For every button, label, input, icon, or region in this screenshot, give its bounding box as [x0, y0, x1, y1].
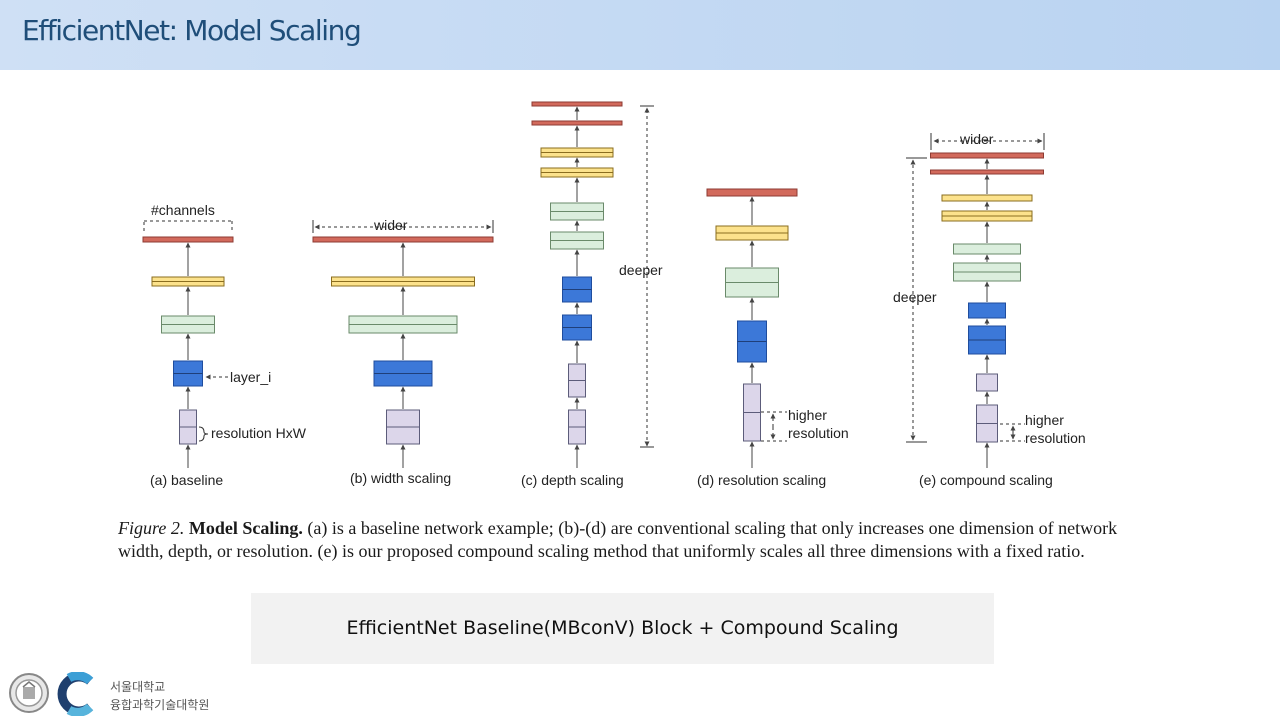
yellow-layer-block [941, 194, 1033, 202]
output-layer-block [142, 236, 234, 243]
header-bar: EfficientNet: Model Scaling [0, 0, 1280, 70]
caption-label: Figure 2. [118, 518, 185, 538]
green-layer-block [953, 243, 1021, 255]
resolution-hxw-annotation: resolution HxW [211, 425, 307, 441]
dimension-markers [143, 105, 1045, 448]
higher-annotation-e: higher [1025, 412, 1064, 428]
model-scaling-figure: (a) baseline (b) width scaling (c) depth… [142, 101, 1086, 488]
resolution-annotation-d: resolution [788, 425, 849, 441]
output-layer-block [531, 120, 623, 126]
summary-text: EfficientNet Baseline(MBconV) Block + Co… [346, 617, 899, 639]
output-layer-block [930, 152, 1044, 159]
graduate-school-logo-icon [57, 672, 94, 716]
deeper-annotation-c: deeper [619, 262, 663, 278]
blue-layer-block [968, 302, 1006, 319]
output-layer-block [930, 169, 1044, 175]
input-layer-block [976, 373, 998, 392]
panel-label-depth: (c) depth scaling [521, 472, 624, 488]
panel-label-resolution: (d) resolution scaling [697, 472, 826, 488]
layer-i-annotation: layer_i [230, 369, 271, 385]
channels-annotation: #channels [151, 202, 215, 218]
resolution-brace [198, 426, 209, 442]
university-emblem-icon [9, 673, 49, 713]
flow-arrows [185, 106, 990, 468]
panel-label-width: (b) width scaling [350, 470, 451, 486]
output-layer-block [531, 101, 623, 107]
wider-annotation-b: wider [373, 217, 408, 233]
network-layers [142, 101, 1044, 445]
figure-caption: Figure 2. Model Scaling. (a) is a baseli… [118, 517, 1158, 563]
figure-labels: (a) baseline (b) width scaling (c) depth… [150, 131, 1086, 488]
caption-title: Model Scaling. [188, 518, 303, 538]
wider-annotation-e: wider [959, 131, 994, 147]
output-layer-block [706, 188, 798, 197]
panel-label-baseline: (a) baseline [150, 472, 223, 488]
deeper-annotation-e: deeper [893, 289, 937, 305]
page-title: EfficientNet: Model Scaling [22, 14, 362, 47]
output-layer-block [312, 236, 494, 243]
summary-box: EfficientNet Baseline(MBconV) Block + Co… [251, 593, 994, 664]
higher-annotation-d: higher [788, 407, 827, 423]
panel-label-compound: (e) compound scaling [919, 472, 1053, 488]
caption-body: (a) is a baseline network example; (b)-(… [118, 518, 1118, 561]
org-name-line2: 융합과학기술대학원 [110, 698, 210, 712]
resolution-annotation-e: resolution [1025, 430, 1086, 446]
org-name-line1: 서울대학교 [110, 680, 166, 694]
